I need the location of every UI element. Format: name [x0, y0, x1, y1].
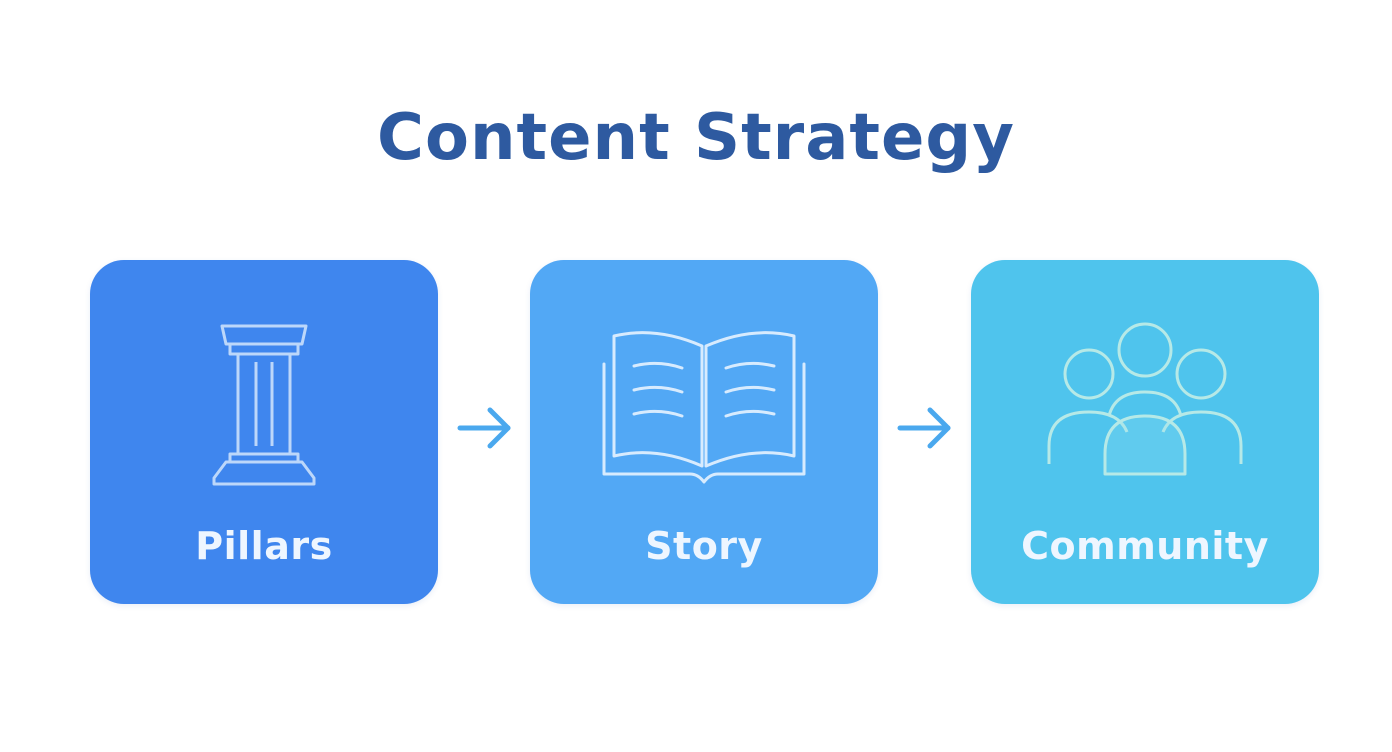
step-label-community: Community [1021, 524, 1269, 568]
arrow-right-icon [894, 400, 954, 456]
step-label-pillars: Pillars [195, 524, 333, 568]
diagram-title: Content Strategy [377, 101, 1015, 175]
arrow-right-icon [454, 400, 514, 456]
open-book-icon [530, 306, 878, 506]
pillar-icon [90, 306, 438, 506]
step-card-pillars: Pillars [90, 260, 438, 604]
community-group-icon [971, 306, 1319, 506]
step-card-story: Story [530, 260, 878, 604]
step-label-story: Story [645, 524, 763, 568]
step-card-community: Community [971, 260, 1319, 604]
